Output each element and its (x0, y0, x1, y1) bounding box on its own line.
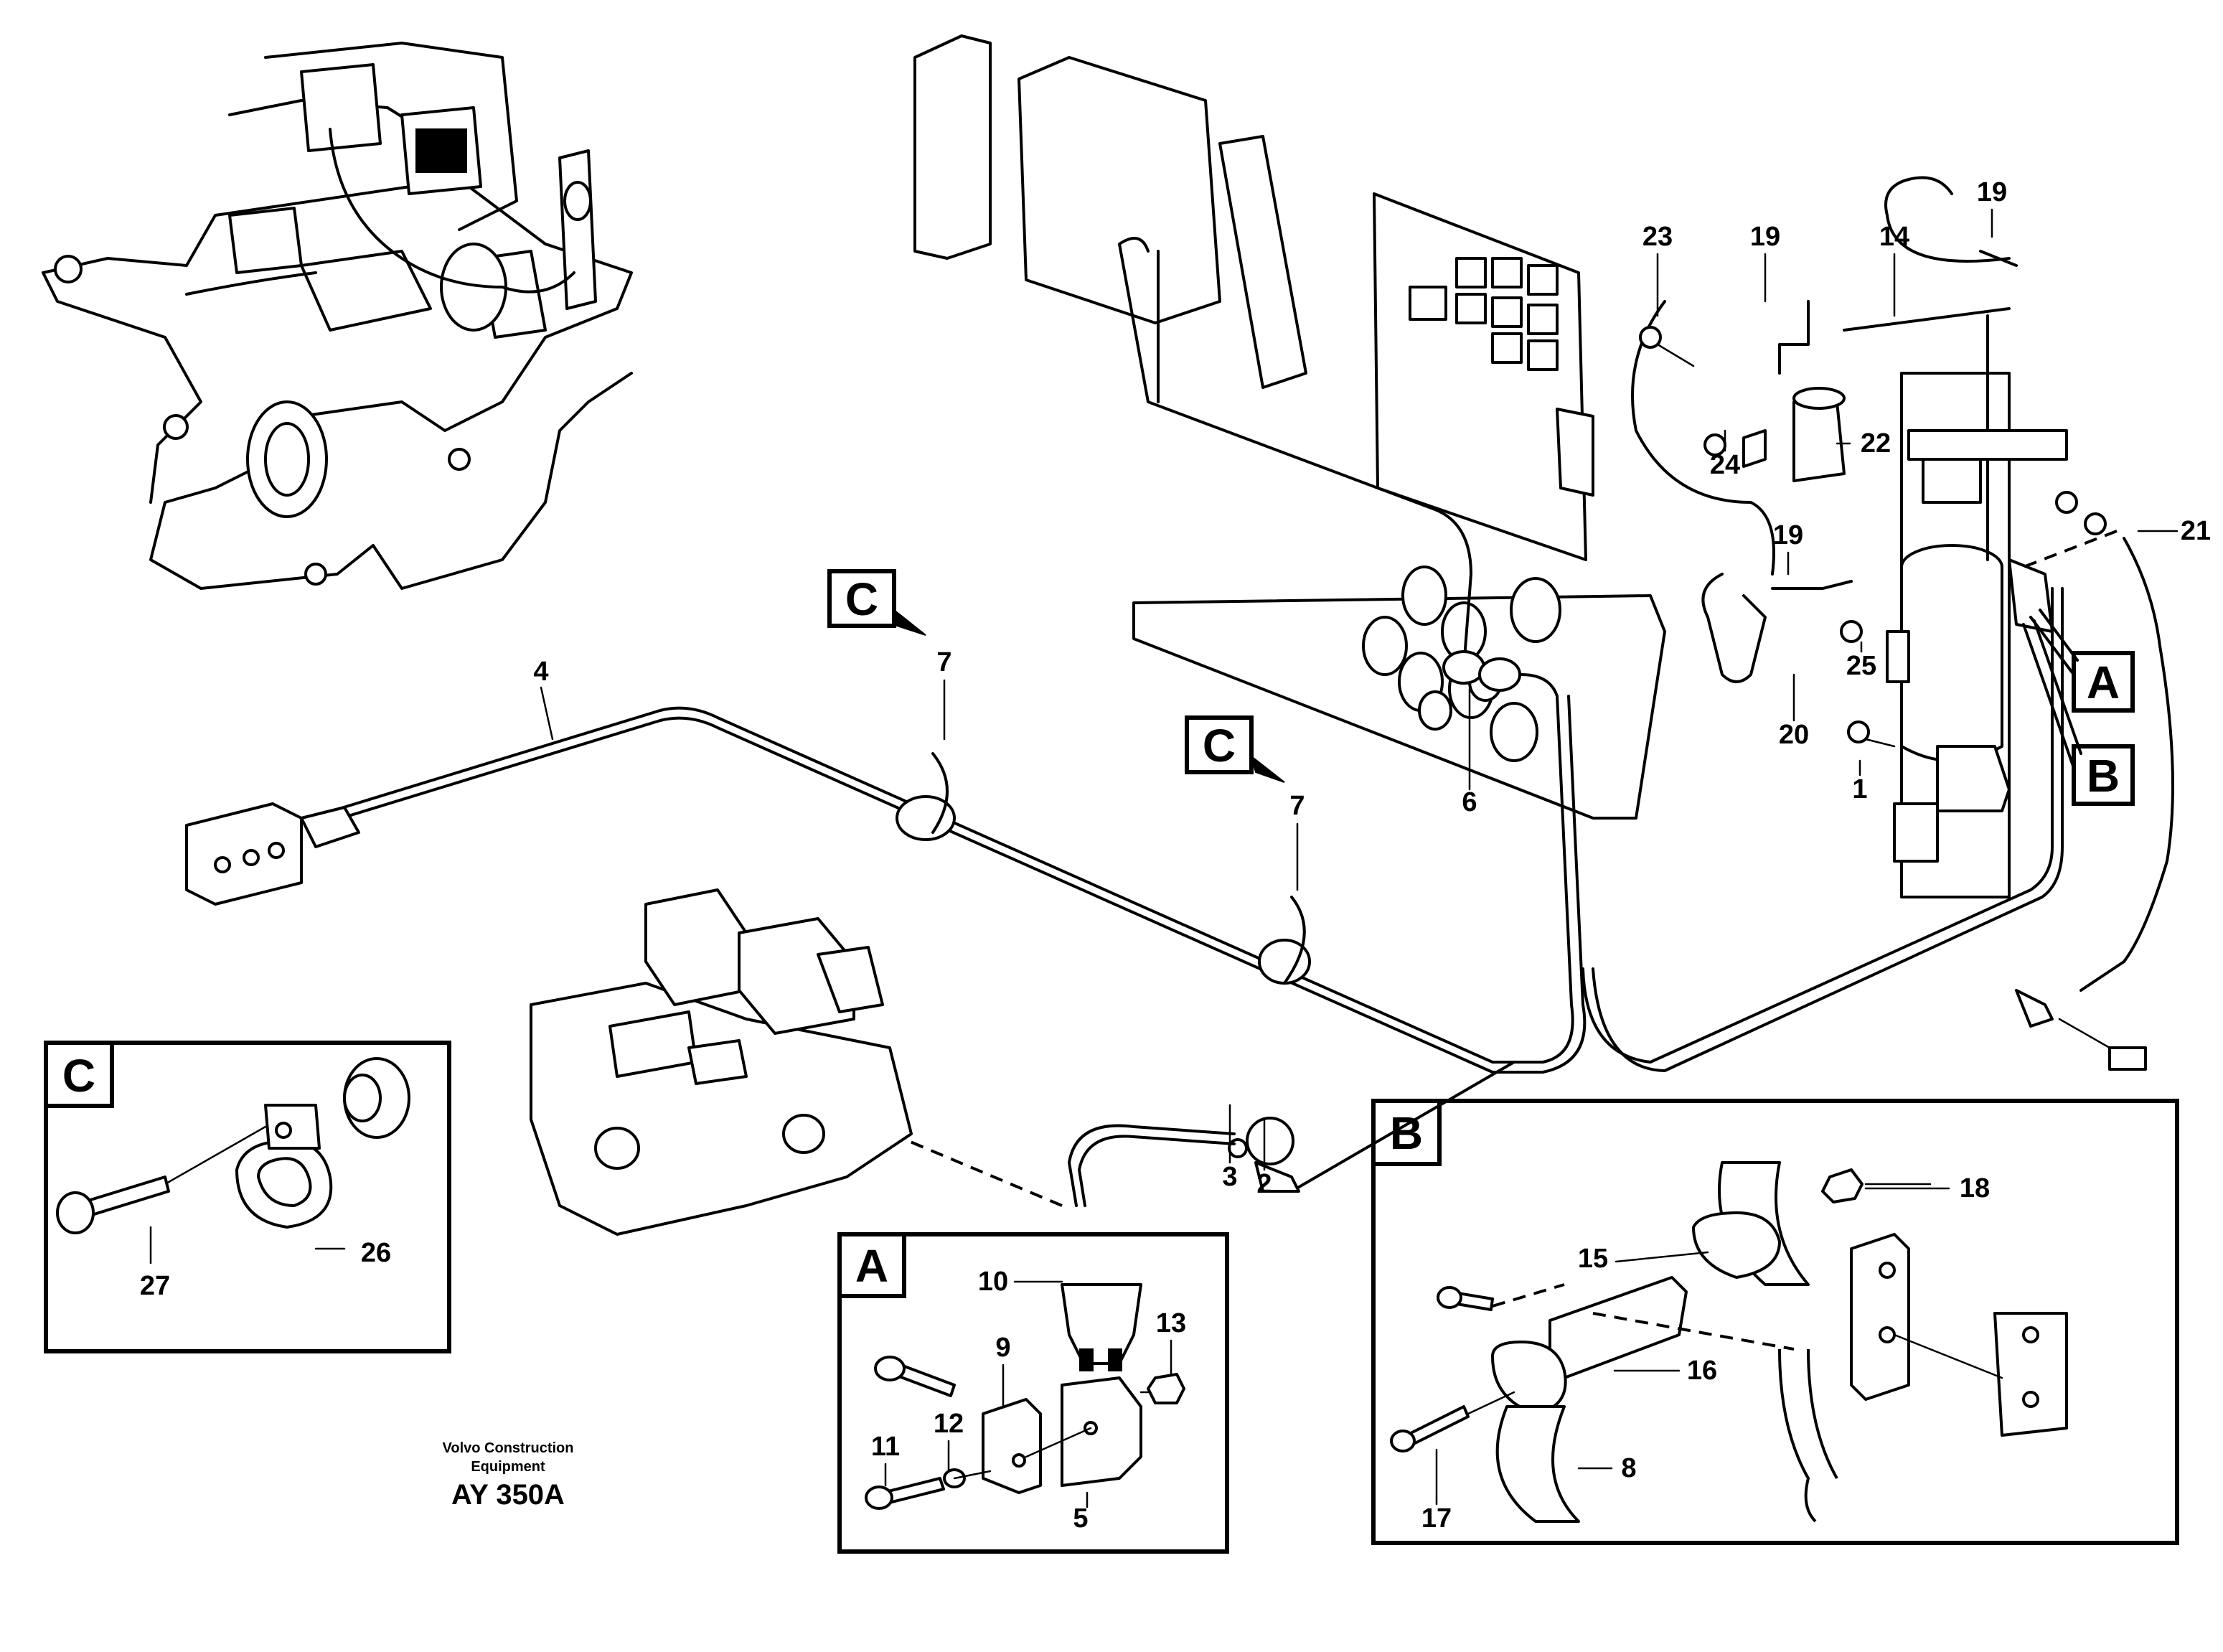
callout-19-a: 19 (1750, 222, 1780, 252)
callout-layer: 1 2 3 4 5 6 7 7 8 9 10 11 12 13 14 15 16… (140, 177, 2211, 1534)
callout-20: 20 (1779, 720, 1809, 750)
callout-27: 27 (140, 1271, 170, 1301)
company-line-2: Equipment (471, 1459, 545, 1475)
callout-7-a: 7 (936, 647, 951, 677)
cabinet-assembly (913, 34, 1666, 820)
callout-7-b: 7 (1289, 791, 1305, 821)
callout-5: 5 (1073, 1503, 1088, 1534)
callout-26: 26 (361, 1238, 391, 1268)
callout-13: 13 (1156, 1308, 1186, 1338)
valve-block (530, 888, 913, 1236)
svg-text:B: B (1390, 1107, 1423, 1159)
callout-1: 1 (1852, 774, 1867, 804)
figure-code: AY 350A (451, 1479, 565, 1511)
view-marker-c-1: C (827, 569, 926, 636)
callout-10: 10 (978, 1267, 1008, 1297)
callout-23: 23 (1642, 222, 1673, 252)
callout-16: 16 (1687, 1356, 1717, 1386)
callout-14: 14 (1879, 222, 1909, 252)
callout-8: 8 (1621, 1453, 1636, 1483)
svg-text:B: B (2087, 750, 2120, 802)
sensor-column (1631, 176, 2174, 1071)
detail-view-b: B (1371, 1099, 2179, 1545)
callout-11: 11 (871, 1432, 900, 1462)
callout-21: 21 (2181, 516, 2211, 546)
machine-frame-overview (42, 42, 633, 590)
svg-text:A: A (2087, 657, 2120, 708)
detail-view-a: A (837, 1232, 1229, 1554)
callout-25: 25 (1846, 651, 1876, 681)
svg-text:A: A (855, 1240, 888, 1292)
view-marker-c-2: C (1185, 715, 1285, 783)
detail-view-c: C (44, 1041, 451, 1353)
view-marker-a: A (2029, 609, 2135, 713)
callout-2: 2 (1256, 1169, 1272, 1199)
callout-19-c: 19 (1773, 520, 1803, 550)
svg-text:C: C (845, 573, 878, 625)
svg-text:C: C (1203, 720, 1236, 771)
callout-6: 6 (1462, 787, 1477, 817)
svg-text:C: C (62, 1050, 95, 1102)
callout-4: 4 (533, 657, 548, 687)
callout-17: 17 (1421, 1503, 1452, 1534)
view-marker-b: B (2022, 619, 2135, 806)
company-line-1: Volvo Construction (443, 1440, 574, 1456)
wire-harness (185, 237, 2064, 1207)
callout-24: 24 (1710, 450, 1740, 480)
callout-12: 12 (934, 1409, 964, 1439)
callout-9: 9 (995, 1333, 1010, 1363)
callout-3: 3 (1222, 1162, 1237, 1192)
callout-18: 18 (1960, 1173, 1990, 1203)
callout-22: 22 (1861, 428, 1891, 459)
callout-15: 15 (1578, 1244, 1608, 1274)
callout-19-b: 19 (1977, 177, 2007, 207)
reference-block: Volvo Construction Equipment AY 350A (443, 1440, 574, 1511)
